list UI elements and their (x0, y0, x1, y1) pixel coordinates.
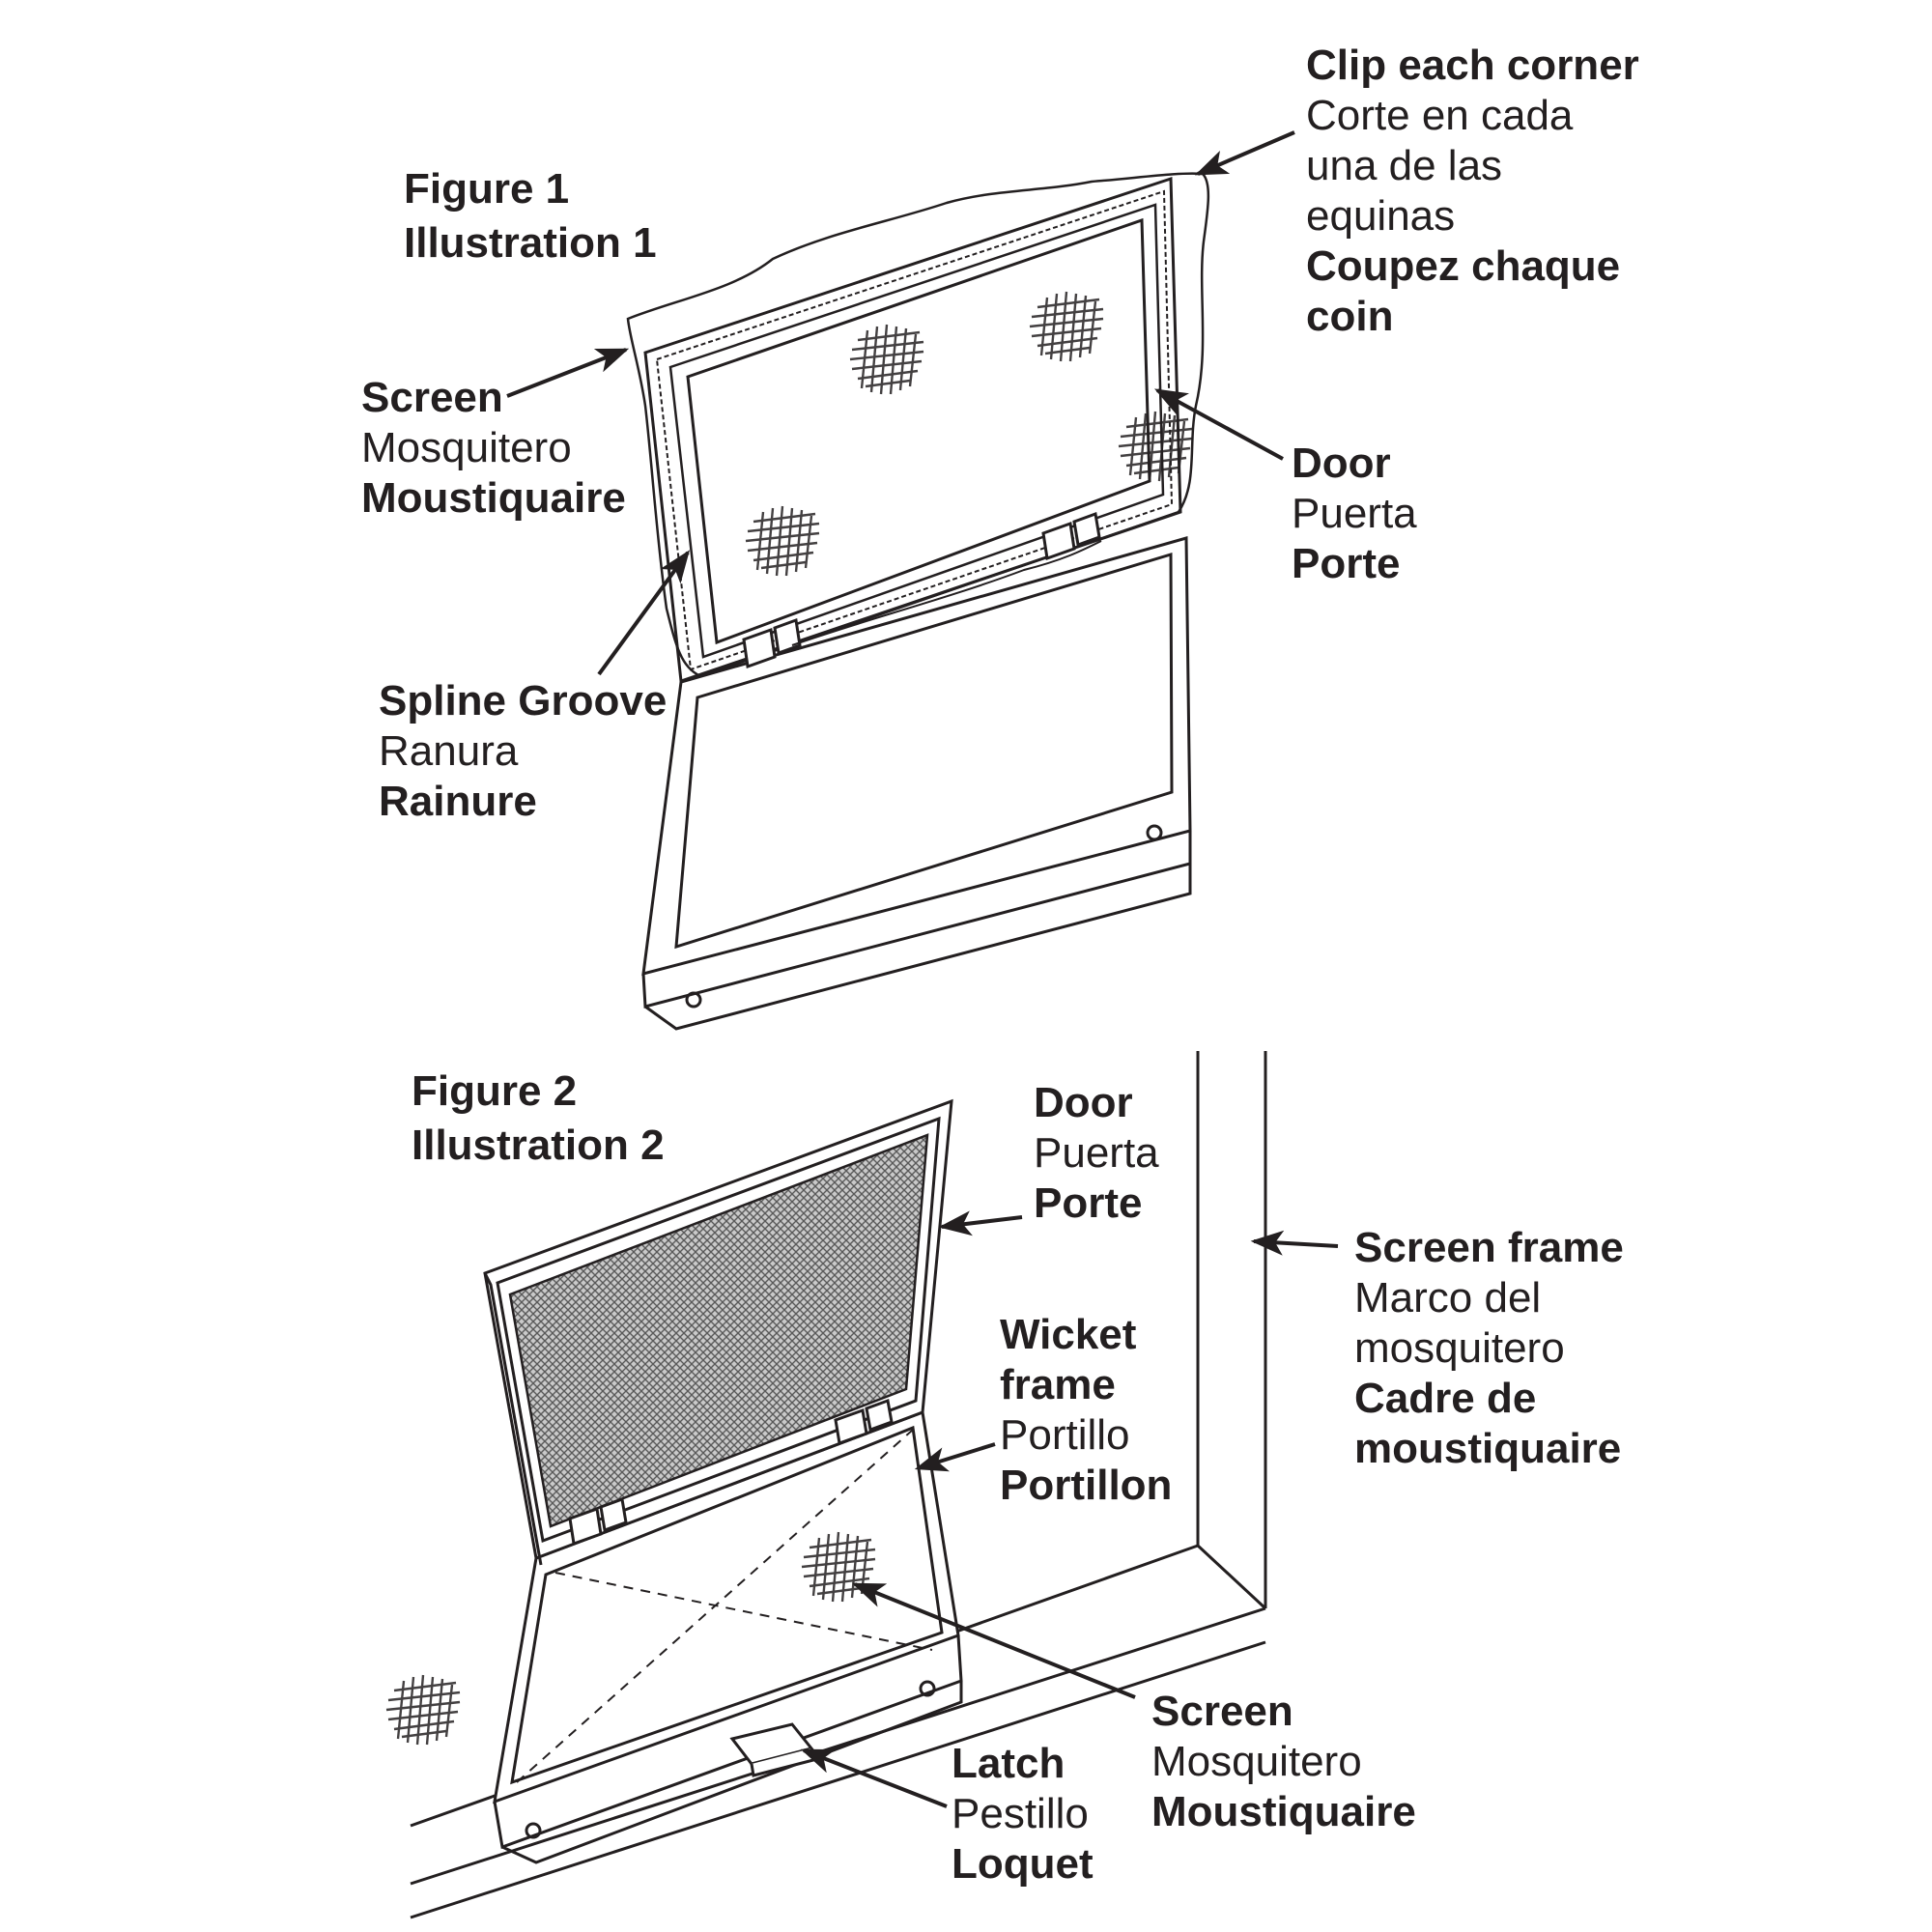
label-screen-frame: Screen frame Marco del mosquitero Cadre … (1354, 1224, 1624, 1472)
label-latch: Latch Pestillo Loquet (952, 1740, 1094, 1888)
label-door-fig2: Door Puerta Porte (1034, 1079, 1159, 1227)
arrow-icon (938, 1210, 1023, 1236)
hinge-icon (568, 1398, 894, 1547)
figure2-title: Figure 2 (412, 1067, 578, 1115)
screw-hole-icon (525, 1822, 542, 1839)
screw-hole-icon (685, 991, 702, 1009)
arrow-icon (1194, 130, 1295, 176)
arrow-icon (1154, 388, 1284, 461)
label-door-fig1: Door Puerta Porte (1292, 440, 1417, 587)
figure2-wicket-frame (493, 1409, 963, 1864)
figure1-heading: Figure 1 Illustration 1 (404, 162, 657, 270)
figure1-drawing (626, 172, 1210, 1031)
mesh-patch-icon (384, 1673, 462, 1747)
screw-hole-icon (1146, 824, 1163, 841)
figure1-wicket-frame (641, 536, 1192, 1031)
arrow-icon (851, 1582, 1136, 1699)
figure2-subtitle: Illustration 2 (412, 1122, 665, 1169)
figure1-arrows (506, 130, 1295, 676)
screw-hole-icon (919, 1680, 936, 1697)
figure2-drawing (410, 1051, 1267, 1919)
arrow-icon (506, 348, 630, 398)
arrow-icon (914, 1442, 996, 1472)
arrow-icon (597, 550, 691, 676)
arrow-icon (800, 1748, 948, 1808)
label-screen-fig1: Screen Mosquitero Moustiquaire (361, 374, 626, 522)
figure2-door (483, 1098, 953, 1566)
arrow-icon (1250, 1230, 1339, 1256)
label-wicket-frame: Wicket frame Portillo Portillon (1000, 1311, 1173, 1509)
figure2-latch (729, 1722, 815, 1777)
figure1-title: Figure 1 (404, 165, 570, 213)
figure1-subtitle: Illustration 1 (404, 219, 657, 267)
figure2-arrows (800, 1210, 1339, 1808)
label-clip-corner: Clip each corner Corte en cada una de la… (1306, 42, 1639, 340)
label-spline-groove: Spline Groove Ranura Rainure (379, 677, 668, 825)
label-screen-fig2: Screen Mosquitero Moustiquaire (1151, 1688, 1416, 1835)
figure2-heading: Figure 2 Illustration 2 (412, 1065, 665, 1173)
